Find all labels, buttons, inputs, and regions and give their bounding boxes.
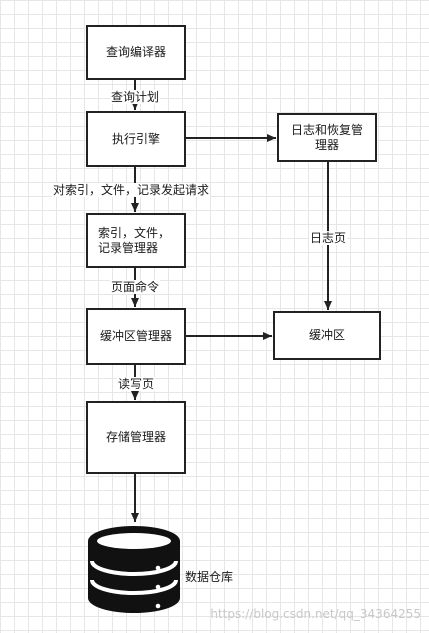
node-execution-engine-label: 执行引擎 <box>111 131 160 146</box>
node-log-recovery-manager-label: 日志和恢复管 理器 <box>290 122 363 152</box>
edge-label-query-plan: 查询计划 <box>110 90 161 104</box>
node-query-compiler: 查询编译器 <box>86 25 186 80</box>
node-storage-manager-label: 存储管理器 <box>105 430 166 444</box>
node-buffer-manager-label: 缓冲区管理器 <box>99 329 172 343</box>
node-buffer: 缓冲区 <box>273 311 381 360</box>
node-storage-manager: 存储管理器 <box>86 401 186 474</box>
node-index-file-record-manager: 索引，文件， 记录管理器 <box>86 213 186 268</box>
node-execution-engine: 执行引擎 <box>86 111 186 167</box>
node-log-recovery-manager: 日志和恢复管 理器 <box>277 113 377 162</box>
database-icon <box>88 526 180 613</box>
node-buffer-manager: 缓冲区管理器 <box>86 308 186 365</box>
node-index-file-record-manager-label: 索引，文件， 记录管理器 <box>98 225 171 255</box>
edge-label-request: 对索引，文件，记录发起请求 <box>52 183 211 197</box>
watermark: https://blog.csdn.net/qq_34364255 <box>210 607 421 621</box>
node-query-compiler-label: 查询编译器 <box>105 45 166 59</box>
edge-label-read-write-page: 读写页 <box>117 377 156 391</box>
edge-label-log-page: 日志页 <box>309 231 348 245</box>
edge-label-page-command: 页面命令 <box>110 280 161 294</box>
data-warehouse-label: 数据仓库 <box>185 570 234 584</box>
node-buffer-label: 缓冲区 <box>308 328 345 342</box>
